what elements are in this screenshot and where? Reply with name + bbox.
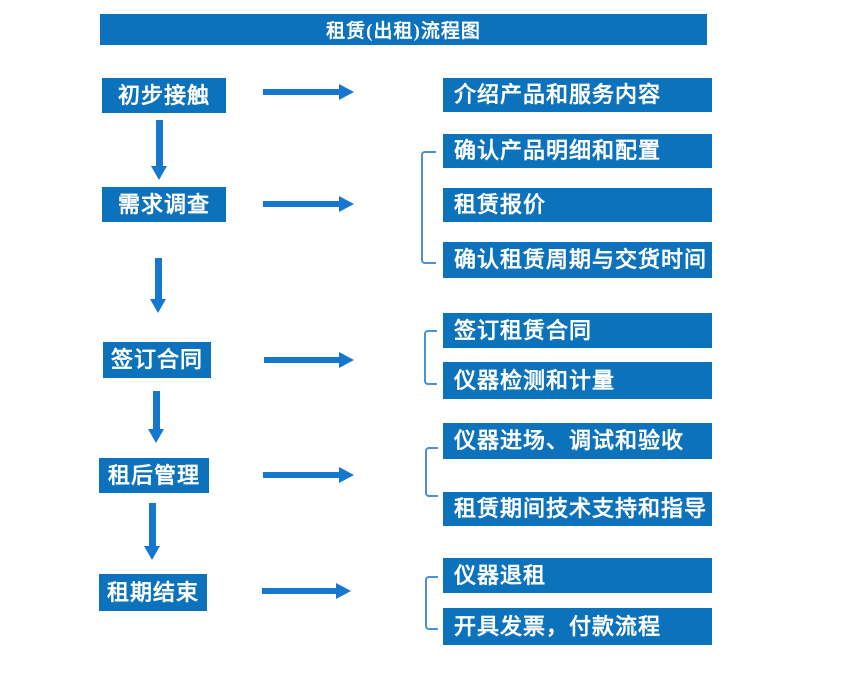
step-box-rental-end: 租期结束	[99, 574, 207, 611]
detail-box-introduce-products: 介绍产品和服务内容	[443, 78, 712, 112]
arrow-head	[150, 299, 166, 313]
arrow-head	[148, 429, 164, 443]
group-bracket	[421, 151, 436, 264]
group-bracket	[424, 330, 437, 385]
group-bracket	[425, 447, 438, 497]
arrow-shaft	[263, 89, 339, 95]
down-arrow-icon	[151, 120, 167, 180]
detail-box-confirm-product-details: 确认产品明细和配置	[443, 134, 712, 168]
arrow-shaft	[148, 503, 156, 546]
detail-box-instrument-inspection: 仪器检测和计量	[443, 362, 712, 399]
group-bracket	[425, 576, 438, 630]
detail-box-confirm-period-delivery: 确认租赁周期与交货时间	[443, 242, 712, 278]
detail-box-rental-quote: 租赁报价	[443, 188, 712, 222]
detail-box-sign-rental-contract: 签订租赁合同	[443, 313, 712, 348]
flowchart-title: 租赁(出租)流程图	[326, 21, 481, 42]
step-box-post-rental-management: 租后管理	[99, 458, 209, 493]
arrow-shaft	[155, 120, 163, 166]
arrow-shaft	[152, 391, 160, 429]
arrow-head	[151, 166, 167, 180]
detail-box-instrument-return: 仪器退租	[443, 558, 712, 593]
right-arrow-icon	[263, 84, 354, 100]
arrow-shaft	[264, 357, 339, 363]
arrow-shaft	[262, 588, 336, 594]
arrow-head	[339, 84, 354, 100]
step-box-initial-contact: 初步接触	[102, 78, 226, 113]
arrow-head	[144, 546, 160, 560]
arrow-shaft	[263, 201, 339, 207]
arrow-shaft	[263, 472, 339, 478]
step-box-sign-contract: 签订合同	[103, 342, 211, 378]
arrow-head	[336, 583, 351, 599]
arrow-head	[339, 467, 354, 483]
detail-box-tech-support: 租赁期间技术支持和指导	[443, 492, 712, 526]
detail-box-invoice-payment: 开具发票，付款流程	[443, 608, 712, 645]
flowchart-title-bar: 租赁(出租)流程图	[100, 14, 707, 45]
arrow-head	[339, 352, 354, 368]
right-arrow-icon	[263, 467, 354, 483]
right-arrow-icon	[263, 196, 354, 212]
step-box-demand-survey: 需求调查	[102, 187, 226, 222]
down-arrow-icon	[144, 503, 160, 560]
detail-box-instrument-setup-acceptance: 仪器进场、调试和验收	[443, 423, 712, 459]
down-arrow-icon	[148, 391, 164, 443]
arrow-shaft	[154, 258, 162, 299]
right-arrow-icon	[262, 583, 351, 599]
right-arrow-icon	[264, 352, 354, 368]
arrow-head	[339, 196, 354, 212]
down-arrow-icon	[150, 258, 166, 313]
